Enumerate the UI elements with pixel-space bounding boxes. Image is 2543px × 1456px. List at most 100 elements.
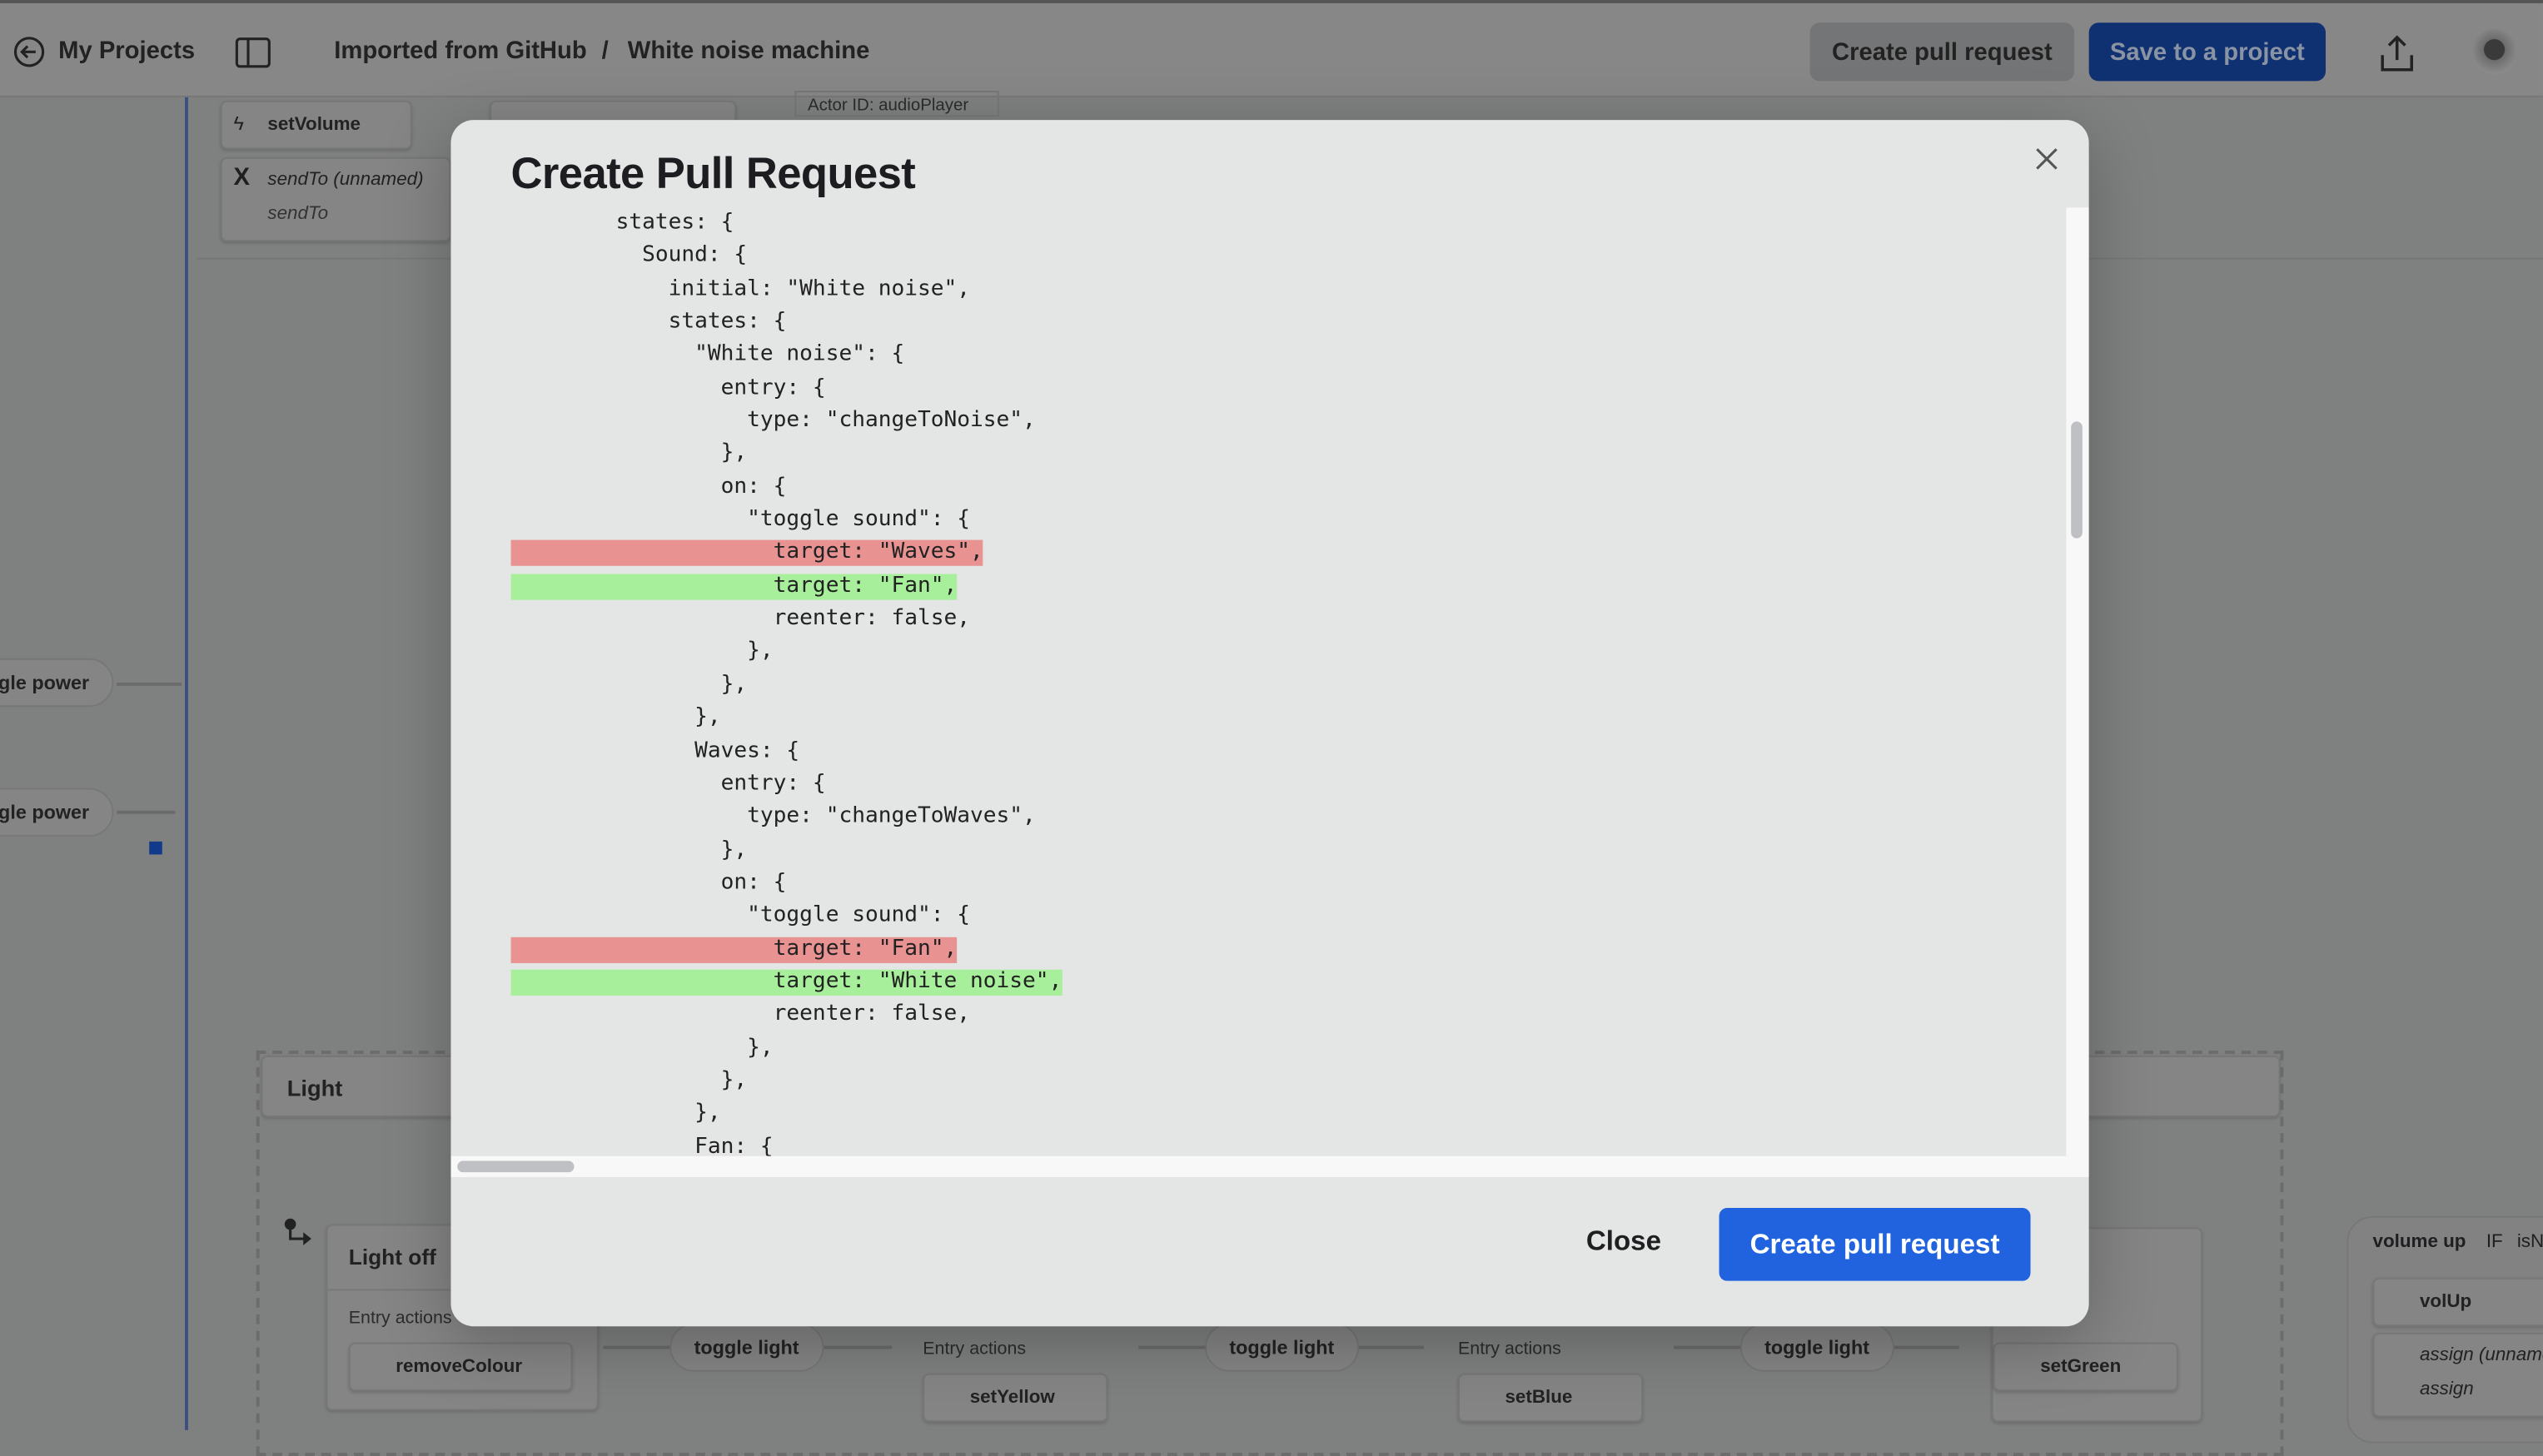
code-line: "toggle sound": { — [511, 900, 2067, 933]
code-text: type: "changeToNoise", — [510, 408, 1036, 434]
code-text: Fan: { — [510, 1134, 774, 1156]
action-setgreen[interactable]: setGreen — [1993, 1342, 2178, 1392]
vertical-scrollbar[interactable] — [2066, 207, 2089, 1156]
close-button[interactable]: Close — [1585, 1225, 1662, 1257]
code-text: }, — [510, 441, 748, 466]
code-line: on: { — [511, 867, 2067, 901]
top-bar: My Projects Imported from GitHub / White… — [0, 0, 2543, 97]
action-setblue[interactable]: setBlue — [1457, 1373, 1644, 1423]
transition-toggle-light[interactable]: toggle light — [669, 1323, 824, 1372]
code-text: target: "White noise", — [510, 969, 1062, 996]
code-text: }, — [510, 705, 721, 730]
code-text: "toggle sound": { — [510, 903, 971, 928]
close-icon[interactable] — [2031, 142, 2063, 175]
transition-edge — [117, 810, 176, 814]
breadcrumb-project[interactable]: White noise machine — [627, 37, 870, 65]
breadcrumb-folder[interactable]: Imported from GitHub — [334, 37, 587, 65]
action-removecolour[interactable]: removeColour — [348, 1342, 573, 1392]
code-text: }, — [510, 639, 774, 664]
guard-name: isN — [2516, 1232, 2543, 1252]
code-text: entry: { — [510, 375, 826, 400]
code-line: }, — [511, 1098, 2067, 1131]
horizontal-scroll-thumb[interactable] — [457, 1160, 575, 1173]
guard-if-label: IF — [2486, 1232, 2503, 1252]
code-line: entry: { — [511, 372, 2067, 405]
added-line: target: "Fan", — [510, 570, 2067, 604]
submit-pull-request-button[interactable]: Create pull request — [1719, 1208, 2031, 1281]
code-text: target: "Fan", — [510, 936, 958, 963]
transition-toggle-light[interactable]: toggle light — [1205, 1323, 1359, 1372]
code-line: "White noise": { — [511, 340, 2067, 373]
code-text: }, — [510, 672, 748, 698]
code-text: target: "Fan", — [510, 574, 958, 600]
code-line: entry: { — [511, 768, 2067, 802]
entry-actions-label: Entry actions — [348, 1308, 452, 1329]
code-line: type: "changeToNoise", — [511, 405, 2067, 439]
entry-actions-label: Entry actions — [923, 1339, 1027, 1359]
horizontal-scrollbar[interactable] — [450, 1155, 2089, 1178]
action-sendto[interactable]: sendTo (unnamed)sendTo — [220, 157, 451, 242]
user-avatar[interactable] — [2471, 29, 2517, 75]
share-upload-icon[interactable] — [2379, 34, 2415, 73]
code-text: }, — [510, 837, 748, 862]
create-pull-request-button[interactable]: Create pull request — [1809, 22, 2075, 82]
transition-toggle-power[interactable]: gle power — [0, 658, 114, 708]
event-label: volume up — [2372, 1232, 2466, 1252]
action-setvolume[interactable]: setVolume — [220, 100, 412, 150]
code-line: on: { — [511, 471, 2067, 504]
sidebar-toggle-icon[interactable] — [235, 37, 271, 68]
removed-line: target: "Fan", — [510, 933, 2067, 967]
removed-line: target: "Waves", — [510, 538, 2067, 571]
code-text: on: { — [510, 870, 787, 895]
code-text: reenter: false, — [510, 606, 971, 631]
code-line: }, — [511, 834, 2067, 867]
code-text: reenter: false, — [510, 1002, 971, 1027]
code-text: Sound: { — [510, 243, 748, 269]
code-line: }, — [511, 1032, 2067, 1066]
breadcrumb-separator: / — [601, 37, 609, 65]
action-volup[interactable]: volUp — [2372, 1277, 2543, 1327]
code-text: type: "changeToWaves", — [510, 804, 1036, 829]
code-line: reenter: false, — [511, 999, 2067, 1032]
action-assign[interactable]: assign (unnamed)assign — [2372, 1333, 2543, 1418]
code-text: Waves: { — [510, 738, 800, 763]
save-to-project-button[interactable]: Save to a project — [2088, 22, 2327, 82]
code-line: states: { — [511, 306, 2067, 340]
code-line: type: "changeToWaves", — [511, 802, 2067, 835]
back-arrow-icon[interactable] — [13, 36, 46, 68]
actor-id-tag: Actor ID: audioPlayer — [794, 91, 999, 117]
handle[interactable] — [149, 841, 162, 855]
added-line: target: "White noise", — [510, 967, 2067, 1000]
code-text: on: { — [510, 475, 787, 499]
code-line: "toggle sound": { — [511, 504, 2067, 538]
dialog-title: Create Pull Request — [510, 149, 916, 198]
my-projects-link[interactable]: My Projects — [58, 37, 196, 65]
create-pull-request-dialog: Create Pull Request states: { Sound: { i… — [450, 120, 2089, 1327]
code-line: }, — [511, 703, 2067, 736]
code-text: entry: { — [510, 771, 826, 797]
code-line: }, — [511, 1066, 2067, 1099]
code-line: }, — [511, 669, 2067, 703]
code-text: states: { — [510, 310, 787, 335]
vertical-scroll-thumb[interactable] — [2071, 421, 2083, 539]
action-box — [490, 100, 737, 124]
code-line: states: { — [511, 207, 2067, 241]
code-text: "toggle sound": { — [510, 507, 971, 533]
code-line: reenter: false, — [511, 604, 2067, 637]
code-line: Waves: { — [511, 735, 2067, 768]
initial-state-icon — [284, 1218, 311, 1245]
code-text: "White noise": { — [510, 342, 905, 367]
code-text: initial: "White noise", — [510, 276, 971, 301]
code-line: Sound: { — [511, 241, 2067, 274]
action-setyellow[interactable]: setYellow — [923, 1373, 1108, 1423]
transition-toggle-light[interactable]: toggle light — [1739, 1323, 1894, 1372]
code-text: }, — [510, 1035, 774, 1061]
diff-code-view[interactable]: states: { Sound: { initial: "White noise… — [510, 207, 2067, 1156]
code-text: target: "Waves", — [510, 540, 983, 567]
code-text: }, — [510, 1101, 721, 1126]
entry-actions-label: Entry actions — [1457, 1339, 1561, 1359]
panel-divider[interactable] — [185, 97, 188, 1430]
transition-toggle-power[interactable]: gle power — [0, 788, 114, 837]
code-line: }, — [511, 439, 2067, 472]
